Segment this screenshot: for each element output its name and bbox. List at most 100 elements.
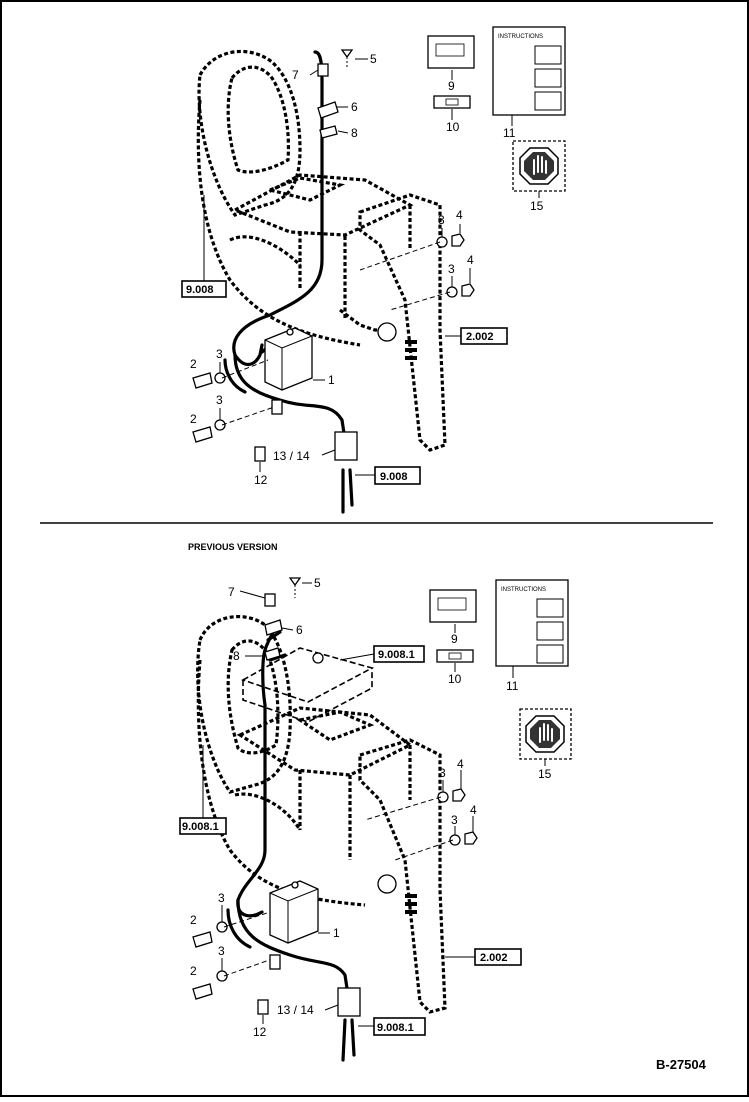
wiring-stubs-prev (266, 630, 287, 662)
screw-5 (340, 49, 354, 59)
callout-15-prev: 15 (538, 767, 552, 781)
seat-back (197, 49, 302, 217)
wiring-harness-lower-prev (236, 898, 350, 997)
callout-1: 1 (328, 373, 335, 387)
console-top-prev (236, 706, 414, 777)
callout-12: 12 (254, 473, 268, 487)
seat-side-prev (196, 659, 366, 907)
callout-1-prev: 1 (333, 926, 340, 940)
ref-2002: 2.002 (466, 331, 494, 343)
decal-10-prev (436, 649, 474, 663)
panel-studs (405, 340, 417, 360)
panel-studs-prev (405, 894, 417, 914)
bolt-2-upper (192, 372, 226, 389)
washer-nut-right-upper-prev (437, 788, 466, 803)
callout-2-upper: 2 (190, 357, 197, 371)
callout-8: 8 (351, 126, 358, 140)
decal-10 (433, 95, 471, 109)
callout-2-lower: 2 (190, 412, 197, 426)
callout-2-upper-prev: 2 (190, 913, 197, 927)
callout-4-right-upper: 4 (456, 208, 463, 222)
right-side-panel (358, 193, 447, 452)
seat-back-window-prev (226, 639, 280, 755)
connector-7-prev (264, 593, 276, 607)
callout-5: 5 (370, 52, 377, 66)
right-side-panel-prev (358, 738, 447, 1014)
panel-knob-prev (377, 874, 397, 894)
console-opening-prev (295, 710, 375, 742)
callout-3-left-lower: 3 (216, 393, 223, 407)
decal-9-prev (429, 589, 477, 623)
callout-8-prev: 8 (233, 649, 240, 663)
previous-version-label: PREVIOUS VERSION (188, 542, 278, 552)
connector-12 (254, 446, 266, 462)
screw-5-prev (288, 577, 302, 587)
ref-9008-left: 9.008 (186, 284, 214, 296)
decal-11-title-prev: INSTRUCTIONS (501, 587, 546, 593)
callout-9-prev: 9 (451, 632, 458, 646)
callout-4-right-lower-prev: 4 (470, 803, 477, 817)
callout-11-prev: 11 (506, 679, 519, 693)
ref-2002-prev: 2.002 (480, 952, 508, 964)
panel-lower (339, 308, 395, 332)
decal-9 (427, 35, 475, 69)
ref-9008-harness: 9.008 (380, 471, 408, 483)
console-sides-prev (298, 745, 412, 860)
current-version-diagram: INSTRUCTIONS 7 5 6 (181, 26, 566, 514)
document-id: B-27504 (656, 1057, 707, 1072)
previous-version-diagram: INSTRUCTIONS 7 (179, 576, 572, 1062)
clip (271, 399, 283, 415)
wiring-harness (232, 78, 324, 366)
control-module-1-prev (269, 880, 319, 944)
callout-3-right-upper-prev: 3 (439, 766, 446, 780)
bracket-8 (319, 125, 338, 139)
wiring-harness-branch-prev (226, 908, 252, 949)
bracket-8-prev (264, 647, 281, 661)
callout-10-prev: 10 (448, 672, 462, 686)
decal-11-instructions (492, 26, 566, 116)
seat-curve-prev (234, 792, 302, 831)
callout-12-prev: 12 (253, 1025, 267, 1039)
callout-6: 6 (351, 100, 358, 114)
panel-knob (377, 322, 397, 342)
callout-10: 10 (446, 120, 460, 134)
connector-13-14-prev (337, 987, 361, 1017)
console-opening (264, 176, 346, 202)
callout-13-14: 13 / 14 (273, 449, 310, 463)
callout-2-lower-prev: 2 (190, 964, 197, 978)
callout-3-left-lower-prev: 3 (218, 944, 225, 958)
callout-7-prev: 7 (228, 585, 235, 599)
seat-back-window (226, 65, 290, 174)
callout-3-right-lower: 3 (448, 262, 455, 276)
upper-panel-sides-prev (242, 668, 373, 723)
ref-9008-1-left: 9.008.1 (182, 821, 219, 833)
connector-12-prev (257, 999, 269, 1015)
callout-13-14-prev: 13 / 14 (277, 1003, 314, 1017)
callout-6-prev: 6 (296, 623, 303, 637)
callout-3-right-upper: 3 (438, 213, 445, 227)
callout-9: 9 (448, 79, 455, 93)
switch-6-prev (264, 619, 283, 636)
washer-nut-right-upper (436, 233, 465, 248)
callout-11: 11 (503, 126, 516, 140)
callout-4-right-upper-prev: 4 (457, 757, 464, 771)
washer-nut-right-lower-prev (449, 831, 478, 846)
washer-nut-right-lower (446, 283, 475, 298)
connector-13-14 (334, 431, 358, 461)
seat-side (196, 99, 361, 347)
bolt-2-lower-prev (192, 970, 228, 1000)
ref-9008-1-harness: 9.008.1 (377, 1022, 414, 1034)
control-module-1 (264, 327, 313, 391)
callout-7: 7 (292, 68, 299, 82)
console-sides (298, 205, 412, 320)
ref-9008-1-top: 9.008.1 (378, 649, 415, 661)
clip-prev (269, 954, 281, 970)
harness-tail-prev (341, 1018, 356, 1062)
callout-5-prev: 5 (314, 576, 321, 590)
wiring-harness-branch (223, 358, 247, 394)
bolt-2-lower (192, 419, 226, 443)
seat-curve (229, 235, 302, 267)
